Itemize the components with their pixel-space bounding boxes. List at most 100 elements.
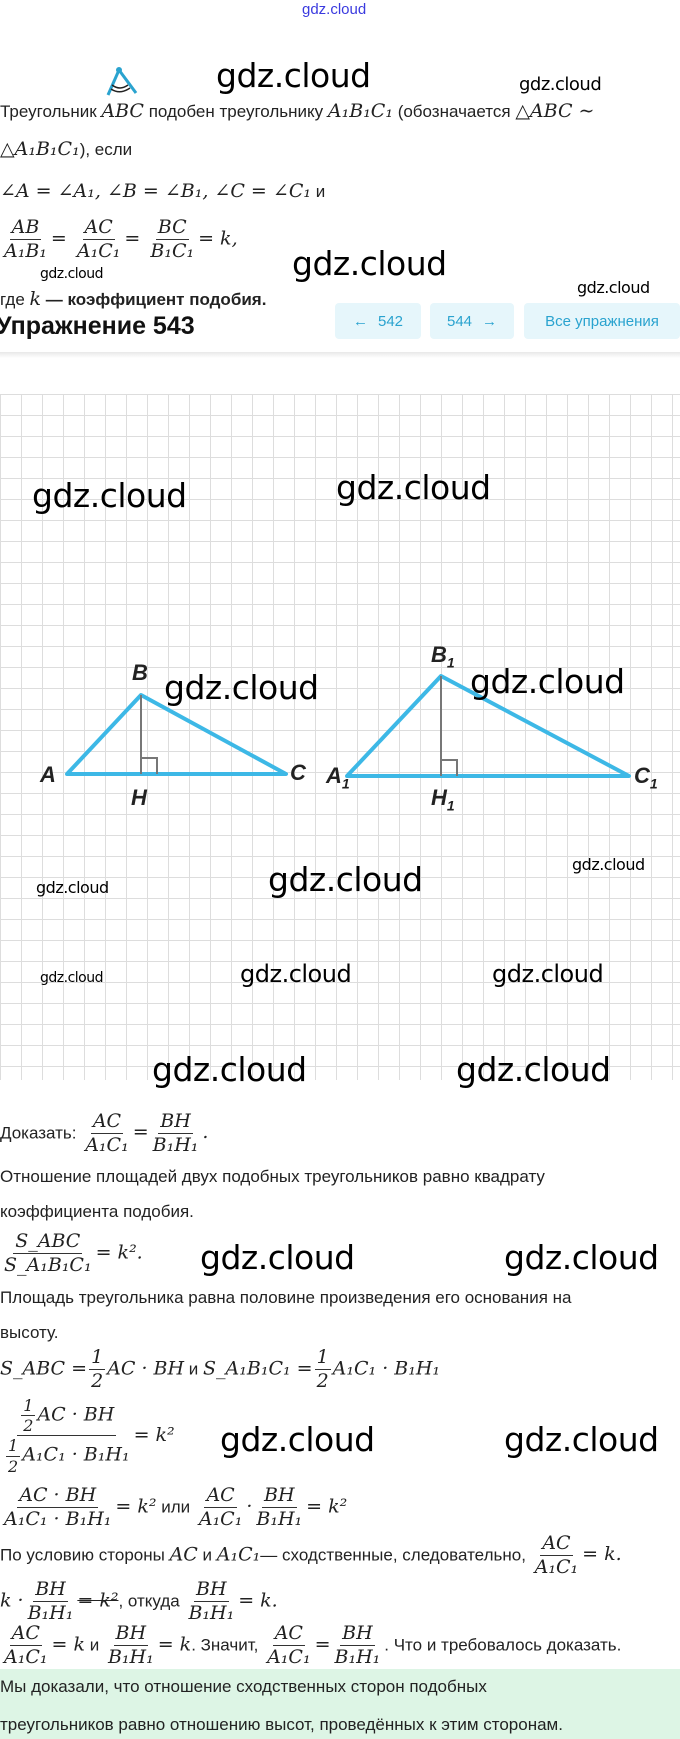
prev-exercise-button[interactable]: ← 542 [335,303,421,339]
text: и [310,182,326,201]
eq: = [124,227,141,250]
eq: = k [157,1633,192,1656]
math: A₁C₁ · B₁H₁ [22,1444,130,1467]
watermark: gdz.cloud [456,1050,611,1089]
den: B₁H₁ [152,1133,199,1156]
text: . Что и требовалось доказать. [384,1635,622,1655]
eq: = k [51,1633,85,1656]
num: 1 [21,1396,36,1417]
num: AC · BH [17,1484,99,1508]
label-c1: C1 [634,763,658,791]
math: △ABC ∼ [515,100,595,122]
math: ∠A = ∠A₁, ∠B = ∠B₁, ∠C = ∠C₁ [0,180,311,202]
math: S_ABC = [0,1357,88,1380]
triangle-a1b1c1 [345,674,631,778]
paragraph: коэффициента подобия. [0,1202,194,1221]
text: (обозначается [392,102,516,121]
watermark: gdz.cloud [216,56,371,95]
math: A₁C₁ [216,1543,261,1566]
den: B₁H₁ [256,1507,303,1530]
watermark: gdz.cloud [292,244,447,283]
triangles-figure [65,674,631,778]
num: AB [9,216,42,240]
letter: H [431,785,447,810]
watermark: gdz.cloud [32,476,187,515]
watermark: gdz.cloud [336,468,491,507]
den: 2 [23,1416,34,1436]
watermark: gdz.cloud [492,960,604,988]
watermark: gdz.cloud [577,278,650,297]
theory-line-2: △A₁B₁C₁), если [0,138,132,160]
watermark: gdz.cloud [240,960,352,988]
den: 2 [91,1369,104,1392]
paragraph: Отношение площадей двух подобных треугол… [0,1167,545,1186]
num: 1 [314,1346,331,1370]
eq: = k. [582,1543,622,1566]
paragraph: Площадь треугольника равна половине прои… [0,1288,572,1307]
dot: · [246,1495,253,1518]
angles-equality: ∠A = ∠A₁, ∠B = ∠B₁, ∠C = ∠C₁ и [0,180,325,202]
num: BH [340,1622,375,1646]
label-c: C [290,760,306,785]
text: где [0,290,30,309]
eq: = [50,227,67,250]
sub: 1 [649,775,658,792]
arrow-right-icon: → [482,312,498,330]
num: AC [204,1484,237,1508]
math: △A₁B₁C₁ [0,138,80,160]
watermark: gdz.cloud [504,1420,659,1459]
corresponding-sides: По условию стороны AC и A₁C₁— сходственн… [0,1532,622,1579]
math: k · [0,1589,24,1612]
text: и [197,1545,217,1565]
arrow-left-icon: ← [352,312,368,330]
eq: = k, [198,227,238,250]
label-a: A [40,762,56,787]
den: A₁C₁ [198,1507,243,1530]
divider [0,352,680,358]
num: BH [113,1622,149,1646]
conclusion-line-1: Мы доказали, что отношение сходственных … [0,1677,487,1696]
watermark: gdz.cloud [470,662,625,701]
eq: = k. [238,1589,278,1612]
letter: A [326,763,342,788]
label-a1: A1 [326,763,350,791]
den: B₁H₁ [107,1645,154,1668]
coefficient-definition: где k — коэффициент подобия. [0,288,266,310]
num: AC [272,1622,305,1646]
num: AC [90,1110,124,1134]
sub: 1 [446,654,455,671]
all-exercises-button[interactable]: Все упражнения [524,303,680,339]
den: S_A₁B₁C₁ [4,1253,92,1276]
watermark: gdz.cloud [164,668,319,707]
text: Доказать: [0,1123,82,1143]
watermark: gdz.cloud [268,860,423,899]
sub: 1 [446,797,455,814]
watermark: gdz.cloud [40,970,103,986]
text: и [184,1359,204,1379]
den: 2 [316,1369,329,1392]
watermark: gdz.cloud [504,1238,659,1277]
math: S_A₁B₁C₁ = [203,1357,313,1380]
next-exercise-button[interactable]: 544→ [430,303,514,339]
text: Треугольник [0,102,102,121]
label: 542 [377,312,404,330]
eq: = k² [133,1423,175,1446]
den: A₁C₁ [534,1555,579,1578]
site-link[interactable]: gdz.cloud [302,1,367,18]
sub: 1 [341,775,350,792]
num: BC [155,216,189,240]
math: AC [169,1543,198,1566]
watermark: gdz.cloud [152,1050,307,1089]
den: B₁H₁ [188,1601,235,1624]
eq: = k² [115,1495,157,1518]
watermark: gdz.cloud [40,266,103,282]
watermark: gdz.cloud [200,1238,355,1277]
conclusion-line-2: треугольников равно отношению высот, про… [0,1715,563,1734]
figure-grid [0,394,680,1080]
